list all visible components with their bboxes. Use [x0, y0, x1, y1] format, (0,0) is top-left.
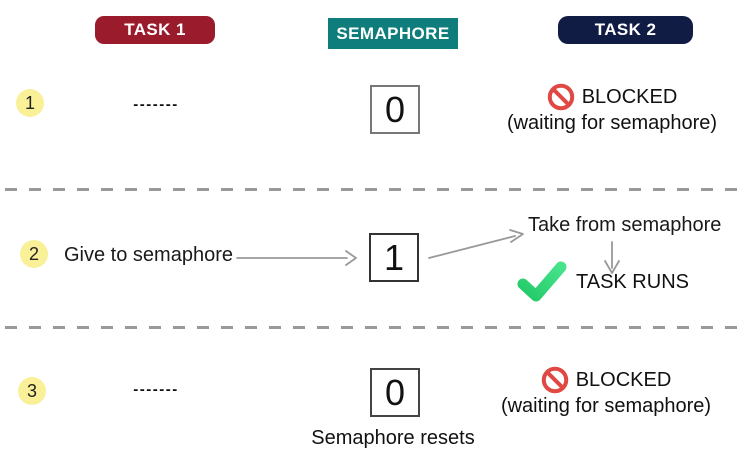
take-arrow	[428, 235, 516, 259]
semaphore-value-box-row1: 0	[370, 85, 420, 134]
step-number-1: 1	[16, 89, 44, 117]
step-number-3: 3	[18, 377, 46, 405]
blocked-label: BLOCKED	[575, 368, 672, 391]
task-runs-label: TASK RUNS	[576, 270, 689, 293]
take-arrow-head	[509, 229, 524, 243]
blocked-line: BLOCKED	[541, 366, 672, 394]
checkmark-icon	[517, 261, 567, 303]
semaphore-resets-label: Semaphore resets	[311, 427, 475, 449]
blocked-label: BLOCKED	[581, 85, 678, 108]
task1-idle-dashes-row3: -------	[133, 381, 179, 398]
take-from-semaphore-label: Take from semaphore	[528, 214, 722, 236]
task2-blocked-group-row1: BLOCKED (waiting for semaphore)	[500, 83, 724, 135]
column-header-semaphore: SEMAPHORE	[328, 18, 458, 49]
blocked-note: (waiting for semaphore)	[506, 112, 718, 134]
blocked-note: (waiting for semaphore)	[500, 395, 712, 417]
step-number-2: 2	[20, 240, 48, 268]
give-arrow-head	[345, 250, 357, 266]
give-to-semaphore-label: Give to semaphore	[64, 244, 233, 266]
column-header-task2: TASK 2	[558, 16, 693, 44]
prohibition-icon	[547, 83, 575, 111]
column-header-task1: TASK 1	[95, 16, 215, 44]
task2-blocked-group-row3: BLOCKED (waiting for semaphore)	[494, 366, 718, 418]
semaphore-value-box-row2: 1	[369, 233, 419, 282]
task-runs-group: TASK RUNS	[517, 261, 689, 303]
prohibition-icon	[541, 366, 569, 394]
row-separator-1	[5, 188, 745, 191]
task1-idle-dashes-row1: -------	[133, 96, 179, 113]
row-separator-2	[5, 326, 745, 329]
blocked-line: BLOCKED	[547, 83, 678, 111]
semaphore-value-box-row3: 0	[370, 368, 420, 417]
